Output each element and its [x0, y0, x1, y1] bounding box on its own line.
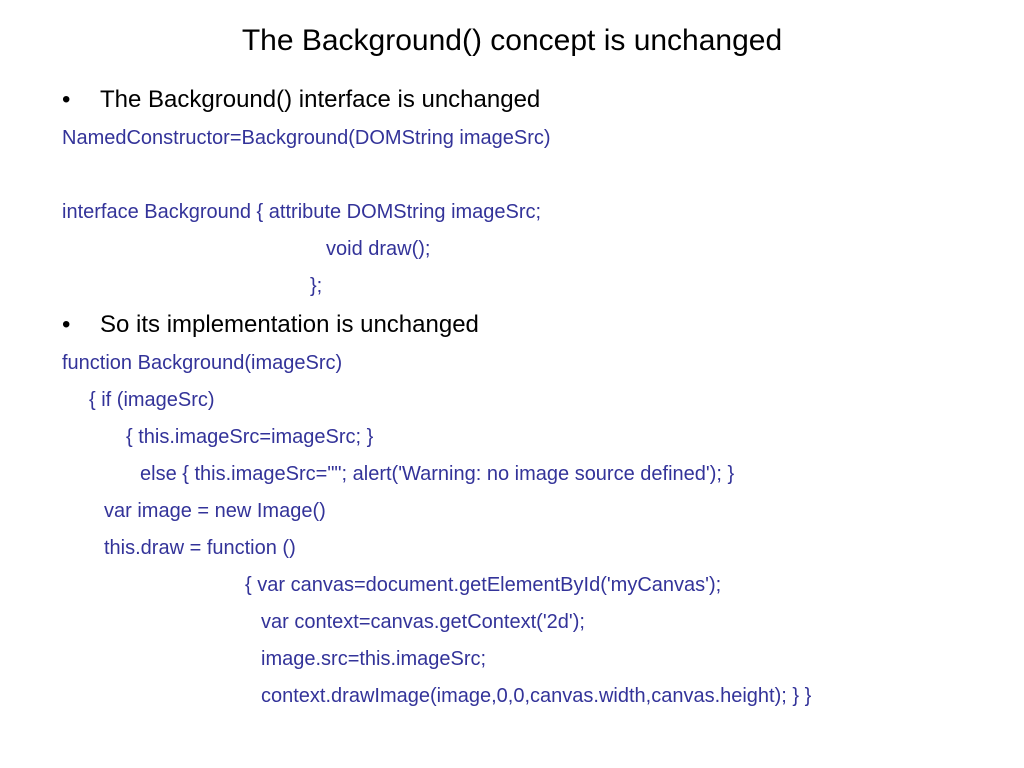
bullet-marker: • [62, 86, 71, 113]
bullet-marker: • [62, 311, 71, 338]
code-line-this-draw: this.draw = function () [104, 537, 296, 559]
code-line-interface-decl: interface Background { attribute DOMStri… [62, 201, 542, 223]
code-line-draw-image: context.drawImage(image,0,0,canvas.width… [261, 685, 812, 707]
code-line-var-canvas: { var canvas=document.getElementById('my… [245, 574, 722, 596]
code-line-image-src: image.src=this.imageSrc; [261, 648, 487, 670]
bullet-implementation: • So its implementation is unchanged [62, 311, 479, 339]
code-line-var-context: var context=canvas.getContext('2d'); [261, 611, 585, 633]
code-line-else: else { this.imageSrc=""; alert('Warning:… [140, 463, 735, 485]
slide-title: The Background() concept is unchanged [241, 24, 783, 57]
bullet-interface: • The Background() interface is unchanged [62, 86, 540, 114]
code-line-close-brace: }; [310, 275, 323, 297]
code-line-void-draw: void draw(); [326, 238, 431, 260]
code-line-var-image: var image = new Image() [104, 500, 326, 522]
bullet-text: So its implementation is unchanged [100, 311, 479, 338]
code-line-if: { if (imageSrc) [89, 389, 215, 411]
bullet-text: The Background() interface is unchanged [100, 86, 541, 113]
code-line-assign: { this.imageSrc=imageSrc; } [126, 426, 374, 448]
code-line-named-constructor: NamedConstructor=Background(DOMString im… [62, 127, 551, 149]
code-line-function-decl: function Background(imageSrc) [62, 352, 343, 374]
